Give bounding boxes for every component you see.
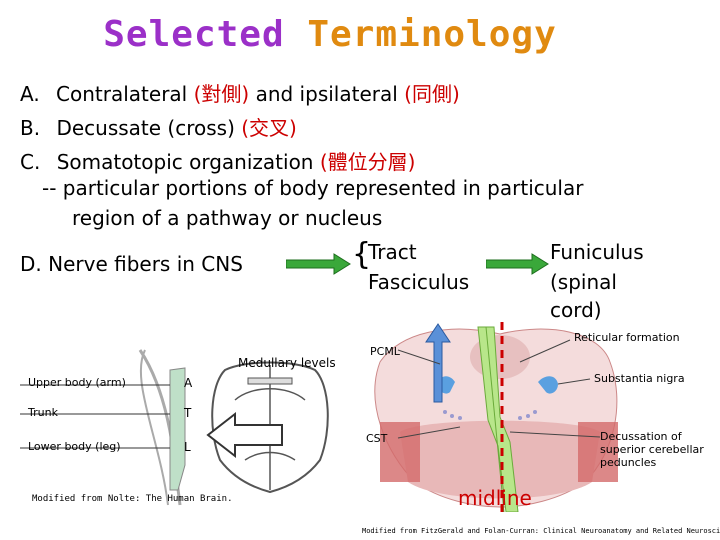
item-b: B. Decussate (cross) (交叉)	[20, 112, 297, 141]
substantia-nigra-label: Substantia nigra	[594, 372, 685, 385]
lower-body-label: Lower body (leg)	[28, 440, 121, 453]
item-c-text: Somatotopic organization	[56, 150, 320, 174]
cst-label: CST	[366, 432, 388, 445]
item-c: C. Somatotopic organization (體位分層)	[20, 146, 415, 175]
funiculus-line3: cord)	[550, 298, 602, 322]
medullary-levels-label: Medullary levels	[238, 356, 336, 370]
brace: {	[352, 237, 372, 272]
item-c-cjk1: (體位分層)	[319, 150, 416, 174]
funiculus-line2: (spinal	[550, 270, 617, 294]
funiculus-line1: Funiculus	[550, 240, 644, 264]
item-a-cjk2: (同側)	[404, 82, 460, 106]
item-c-sub-line2: region of a pathway or nucleus	[72, 206, 383, 230]
decussation-line2: superior cerebellar	[600, 443, 704, 456]
item-a-marker: A.	[20, 82, 40, 106]
title-word-terminology: Terminology	[307, 14, 557, 55]
decussation-line1: Decussation of	[600, 430, 682, 443]
green-arrow-right	[486, 253, 549, 275]
item-b-text: Decussate (cross)	[56, 116, 242, 140]
item-b-cjk1: (交叉)	[241, 116, 297, 140]
item-a-text: Contralateral	[56, 82, 194, 106]
reticular-formation-label: Reticular formation	[574, 331, 680, 344]
item-c-sub-line1: -- particular portions of body represent…	[42, 176, 584, 200]
upper-body-label: Upper body (arm)	[28, 376, 126, 389]
item-a-cjk1: (對側)	[193, 82, 250, 106]
title-word-selected: Selected	[103, 14, 285, 55]
medullary-levels-figure	[20, 349, 329, 506]
pcml-label: PCML	[370, 345, 400, 358]
trunk-label: Trunk	[28, 406, 58, 419]
item-c-marker: C.	[20, 150, 41, 174]
midbrain-section-figure	[374, 322, 618, 512]
letter-l: L	[184, 440, 191, 454]
right-figure-caption: Modified from FitzGerald and Folan-Curra…	[362, 527, 720, 535]
tract-label: Tract	[368, 240, 417, 264]
decussation-line3: peduncles	[600, 456, 657, 469]
letter-t: T	[184, 406, 192, 420]
midline-label: midline	[458, 486, 532, 510]
item-a-text2: and ipsilateral	[249, 82, 405, 106]
item-b-marker: B.	[20, 116, 41, 140]
fasciculus-label: Fasciculus	[368, 270, 470, 294]
green-arrow-left	[286, 253, 351, 275]
item-d: D. Nerve fibers in CNS	[20, 252, 243, 276]
letter-a: A	[184, 376, 193, 390]
left-figure-caption: Modified from Nolte: The Human Brain.	[32, 494, 233, 504]
item-a: A. Contralateral (對側) and ipsilateral (同…	[20, 78, 460, 107]
slide-title: Selected Terminology	[0, 14, 660, 55]
